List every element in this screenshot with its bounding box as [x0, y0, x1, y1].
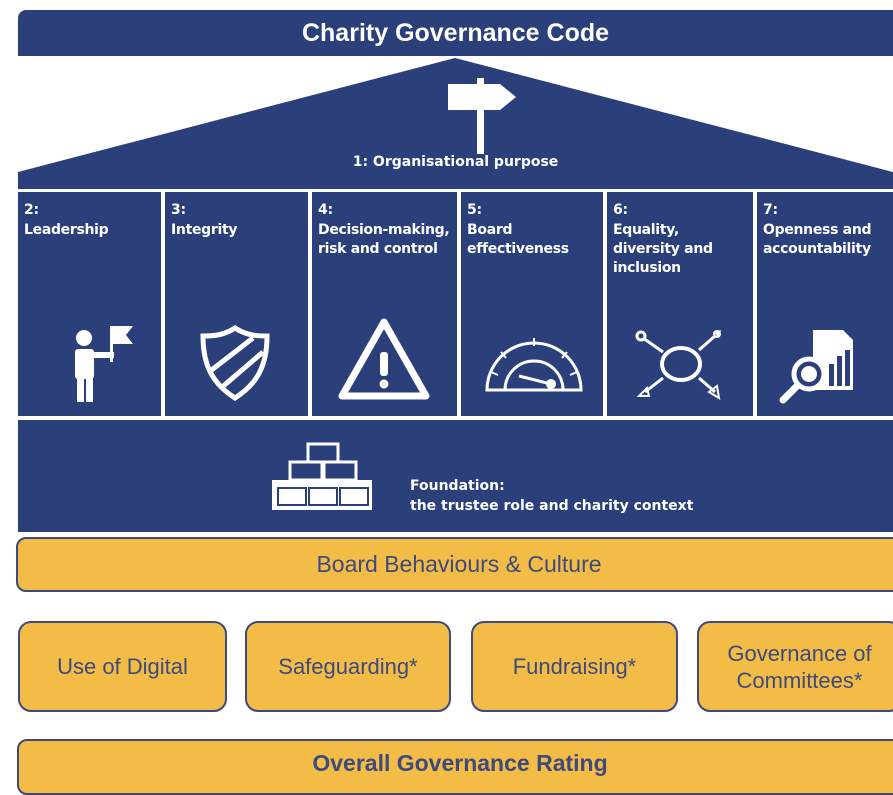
- box-safeguarding: Safeguarding*: [245, 621, 451, 712]
- pillar-board-effectiveness: 5: Board effectiveness: [461, 192, 603, 416]
- diversity-arrows-icon: [635, 330, 721, 400]
- box-label: Safeguarding*: [278, 654, 418, 679]
- foundation-block: Foundation: the trustee role and charity…: [18, 420, 893, 532]
- overall-rating-bar: Overall Governance Rating: [17, 739, 893, 795]
- bricks-icon: [272, 442, 372, 510]
- box-label: Use of Digital: [57, 654, 188, 679]
- pillar-number: 6:: [613, 202, 628, 218]
- leader-flag-icon: [75, 326, 133, 402]
- pillar-number: 3:: [171, 202, 186, 218]
- warning-triangle-icon: [338, 318, 430, 400]
- pillar-name: Integrity: [171, 222, 238, 238]
- signpost-icon: [448, 78, 516, 154]
- box-governance-of-committees: Governance of Committees*: [697, 621, 893, 712]
- box-fundraising: Fundraising*: [471, 621, 678, 712]
- pillar-equality-diversity: 6: Equality, diversity and inclusion: [607, 192, 753, 416]
- roof-purpose: 1: Organisational purpose: [18, 56, 893, 189]
- board-culture-label: Board Behaviours & Culture: [316, 551, 602, 577]
- pillar-name: Leadership: [24, 222, 109, 238]
- pillar-number: 5:: [467, 202, 482, 218]
- pillar-name: Equality, diversity and inclusion: [613, 222, 713, 276]
- code-title: Charity Governance Code: [301, 18, 610, 47]
- pillar-leadership: 2: Leadership: [18, 192, 161, 416]
- foundation-label-line2: the trustee role and charity context: [410, 498, 694, 514]
- foundation-label: Foundation: the trustee role and charity…: [410, 476, 693, 516]
- board-culture-bar: Board Behaviours & Culture: [16, 537, 893, 592]
- box-label: Governance of Committees*: [727, 640, 872, 693]
- shield-icon: [200, 324, 270, 401]
- box-label: Fundraising*: [512, 654, 637, 679]
- pillar-name: Board effectiveness: [467, 222, 569, 257]
- pillar-decision-making: 4: Decision-making, risk and control: [312, 192, 457, 416]
- pillar-number: 4:: [318, 202, 333, 218]
- code-title-bar: Charity Governance Code: [18, 10, 893, 56]
- pillar-number: 2:: [24, 202, 39, 218]
- purpose-label: 1: Organisational purpose: [352, 154, 559, 170]
- pillar-integrity: 3: Integrity: [165, 192, 308, 416]
- box-use-of-digital: Use of Digital: [18, 621, 227, 712]
- pillar-name: Decision-making, risk and control: [318, 222, 450, 257]
- gauge-icon: [485, 338, 583, 392]
- foundation-label-line1: Foundation:: [410, 478, 505, 494]
- pillar-number: 7:: [763, 202, 778, 218]
- pillar-openness-accountability: 7: Openness and accountability: [757, 192, 893, 416]
- pillar-name: Openness and accountability: [763, 222, 872, 257]
- magnifier-report-icon: [779, 330, 853, 404]
- overall-rating-label: Overall Governance Rating: [312, 750, 608, 776]
- roof-shape: [18, 58, 893, 189]
